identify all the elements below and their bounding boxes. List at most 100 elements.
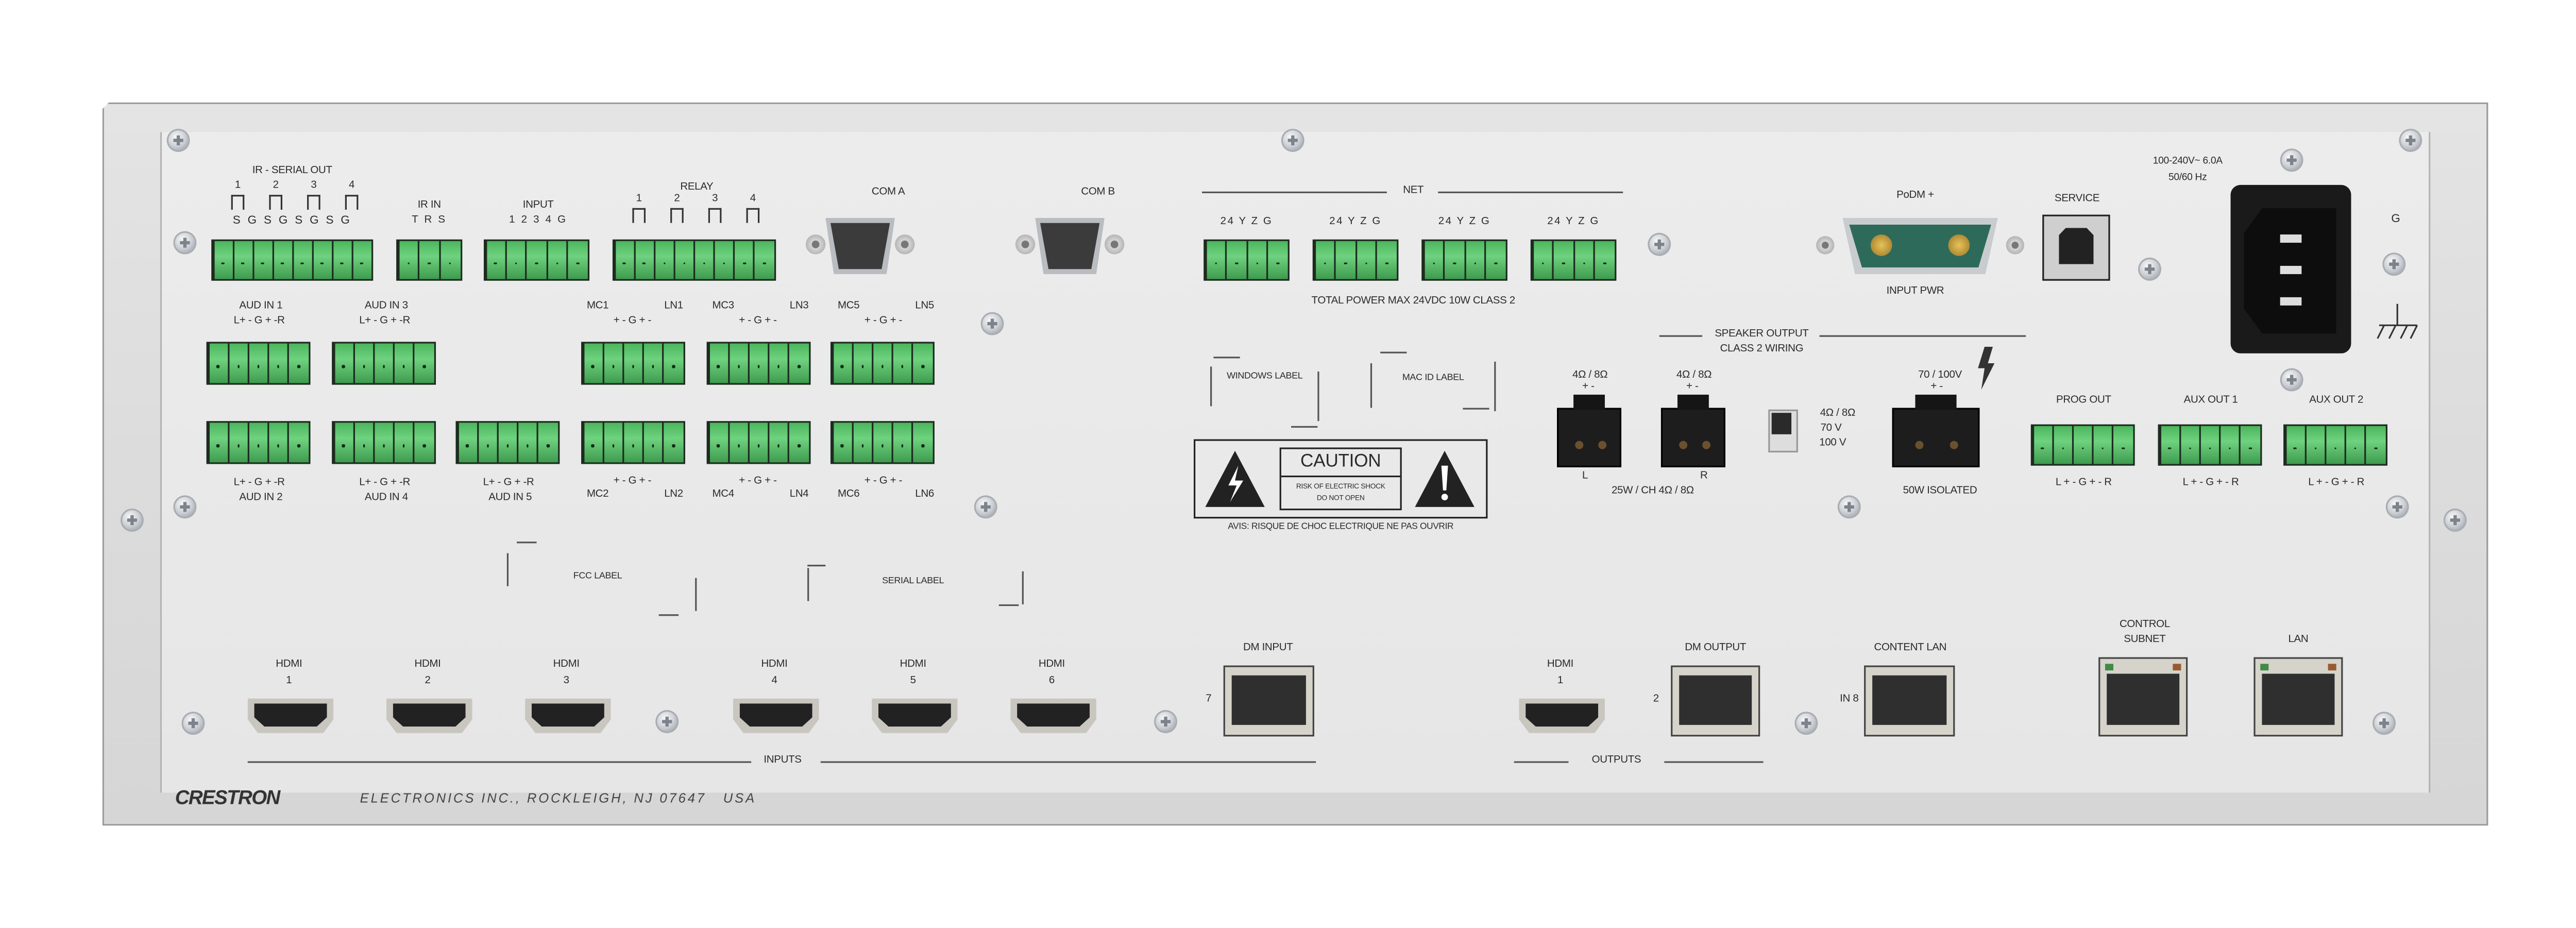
hdmi-input-1-port[interactable] <box>247 698 334 733</box>
terminal-pin <box>603 343 622 383</box>
aud-in-pin-labels: L+ - G + -R <box>233 477 285 488</box>
control-subnet-port[interactable] <box>2098 657 2188 737</box>
terminal-pin <box>1268 241 1287 279</box>
hdmi-output-label: HDMI <box>1547 659 1573 670</box>
net-terminal-2[interactable] <box>1312 239 1399 281</box>
terminal-pin <box>893 423 912 463</box>
hdmi-input-4-port[interactable] <box>733 698 819 733</box>
terminal-pin <box>603 423 622 463</box>
speaker-out-left-connector[interactable] <box>1557 394 1622 467</box>
service-label: SERVICE <box>2054 193 2100 205</box>
screw-icon <box>1283 130 1303 150</box>
terminal-pin <box>332 241 351 279</box>
terminal-pin <box>2093 426 2112 464</box>
ir-serial-pin-labels: S G S G S G S G <box>232 215 352 227</box>
ln2-label: LN2 <box>664 488 683 500</box>
mc3-ln3-terminal[interactable] <box>706 342 811 385</box>
screw-icon <box>2400 130 2421 150</box>
terminal-pin <box>873 343 892 383</box>
aud-in-2-terminal[interactable] <box>206 421 311 464</box>
aud-in-3-terminal[interactable] <box>332 342 436 385</box>
pair-bracket <box>708 208 722 223</box>
terminal-pin <box>568 241 587 279</box>
speaker-out-70-100v-connector[interactable] <box>1892 394 1980 467</box>
input-pin-labels: 1 2 3 4 G <box>509 214 568 226</box>
terminal-pin <box>548 241 567 279</box>
aud-in-1-terminal[interactable] <box>206 342 311 385</box>
terminal-pin <box>352 241 371 279</box>
podm-label: PoDM + <box>1896 189 1934 201</box>
terminal-pin <box>415 343 434 383</box>
screw-icon <box>1796 713 1817 733</box>
terminal-pin <box>1486 241 1505 279</box>
mc2-ln2-terminal[interactable] <box>581 421 685 464</box>
speaker-out-right-connector[interactable] <box>1660 394 1725 467</box>
net-pin-labels: 24 Y Z G <box>1329 216 1382 228</box>
net-terminal-4[interactable] <box>1530 239 1617 281</box>
mc4-ln4-terminal[interactable] <box>706 421 811 464</box>
terminal-pin <box>1595 241 1614 279</box>
terminal-pin <box>655 241 674 279</box>
lan-port[interactable] <box>2253 657 2343 737</box>
screw-icon <box>2281 369 2302 390</box>
screw-icon <box>657 712 677 732</box>
dm-input-port[interactable] <box>1223 665 1314 737</box>
hdmi-output-1-port[interactable] <box>1519 698 1605 733</box>
ln1-label: LN1 <box>664 300 683 312</box>
terminal-pin <box>755 241 774 279</box>
input-terminal[interactable] <box>483 239 590 281</box>
aud-in-5-label: AUD IN 5 <box>488 492 532 503</box>
speaker-mode-switch[interactable] <box>1768 409 1798 453</box>
terminal-pin <box>1533 241 1552 279</box>
dm-output-label: DM OUTPUT <box>1685 642 1747 654</box>
com-b-port[interactable] <box>1015 218 1125 274</box>
relay-terminal[interactable] <box>612 239 776 281</box>
aux-out-2-terminal[interactable] <box>2283 424 2387 466</box>
hdmi-input-2-port[interactable] <box>386 698 472 733</box>
terminal-pin <box>440 241 460 279</box>
mc5-ln5-terminal[interactable] <box>830 342 935 385</box>
aux-out-1-terminal[interactable] <box>2158 424 2262 466</box>
ln5-label: LN5 <box>915 300 934 312</box>
iec-power-inlet[interactable] <box>2230 184 2351 353</box>
prog-out-terminal[interactable] <box>2030 424 2135 466</box>
aud-in-5-terminal[interactable] <box>455 421 560 464</box>
pair-bracket <box>670 208 684 223</box>
audio-out-pin-labels: L + - G + - R <box>2308 477 2365 488</box>
dm-output-port[interactable] <box>1671 665 1760 737</box>
hdmi-input-3-port[interactable] <box>525 698 611 733</box>
hdmi-input-number: 1 <box>286 675 292 687</box>
terminal-pin <box>538 423 557 463</box>
terminal-pin <box>833 343 852 383</box>
net-pin-labels: 24 Y Z G <box>1547 216 1600 228</box>
service-usb-port[interactable] <box>2042 214 2110 281</box>
content-lan-port[interactable] <box>1864 665 1955 737</box>
terminal-pin <box>269 343 288 383</box>
terminal-pin <box>893 343 912 383</box>
screw-icon <box>168 130 189 150</box>
mc1-ln1-terminal[interactable] <box>581 342 685 385</box>
hdmi-input-5-port[interactable] <box>872 698 958 733</box>
switch-option-100v: 100 V <box>1819 437 1846 449</box>
aud-in-4-terminal[interactable] <box>332 421 436 464</box>
ir-serial-out-label: IR - SERIAL OUT <box>252 164 332 177</box>
divider-line <box>1202 191 1387 193</box>
ground-symbol-icon <box>2377 303 2418 339</box>
screw-icon <box>982 313 1003 334</box>
net-terminal-3[interactable] <box>1421 239 1507 281</box>
net-terminal-1[interactable] <box>1204 239 1290 281</box>
terminal-pin <box>229 423 248 463</box>
podm-input-power-connector[interactable] <box>1816 218 2024 274</box>
mc4-label: MC4 <box>712 488 735 500</box>
com-a-port[interactable] <box>805 218 915 274</box>
mc6-ln6-terminal[interactable] <box>830 421 935 464</box>
terminal-pin <box>913 423 933 463</box>
dm-input-number: 7 <box>1206 693 1212 705</box>
hdmi-input-6-port[interactable] <box>1010 698 1096 733</box>
ir-in-terminal[interactable] <box>396 239 463 281</box>
terminal-pin <box>249 423 268 463</box>
aud-in-pin-labels: L+ - G + -R <box>233 315 285 327</box>
ir-serial-out-terminal[interactable] <box>211 239 374 281</box>
terminal-pin <box>1206 241 1225 279</box>
terminal-pin <box>789 343 808 383</box>
